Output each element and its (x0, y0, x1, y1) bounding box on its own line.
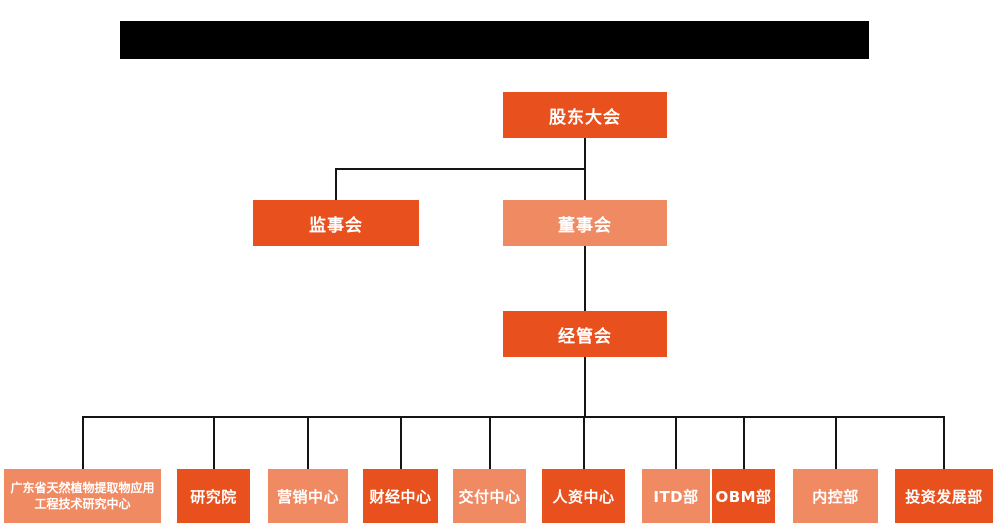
connector-line (584, 246, 586, 311)
connector-line (400, 416, 402, 469)
org-box-internal-control-department: 内控部 (793, 469, 878, 523)
connector-line (743, 416, 745, 469)
connector-line (584, 138, 586, 170)
org-box-research-center-guangdong: 广东省天然植物提取物应用工程技术研究中心 (4, 469, 161, 523)
org-box-board-of-directors: 董事会 (503, 200, 667, 246)
connector-line (584, 168, 586, 200)
org-box-research-institute: 研究院 (177, 469, 250, 523)
connector-line (82, 416, 84, 469)
org-box-obm-department: OBM部 (712, 469, 775, 523)
connector-line (583, 416, 585, 469)
connector-line (489, 416, 491, 469)
org-box-itd-department: ITD部 (642, 469, 710, 523)
connector-line (584, 357, 586, 416)
org-box-marketing-center: 营销中心 (268, 469, 348, 523)
connector-line (675, 416, 677, 469)
org-box-investment-development-department: 投资发展部 (895, 469, 993, 523)
connector-line (307, 416, 309, 469)
connector-line (213, 416, 215, 469)
connector-line (335, 168, 337, 200)
org-box-shareholders-meeting: 股东大会 (503, 92, 667, 138)
org-box-delivery-center: 交付中心 (453, 469, 526, 523)
connector-line (943, 416, 945, 469)
connector-line (335, 168, 586, 170)
connector-line (835, 416, 837, 469)
org-box-hr-center: 人资中心 (542, 469, 625, 523)
title-bar-redacted (120, 21, 869, 59)
org-box-management-committee: 经管会 (503, 311, 667, 357)
org-box-finance-center: 财经中心 (363, 469, 438, 523)
org-box-supervisory-board: 监事会 (253, 200, 419, 246)
connector-line (82, 416, 945, 418)
